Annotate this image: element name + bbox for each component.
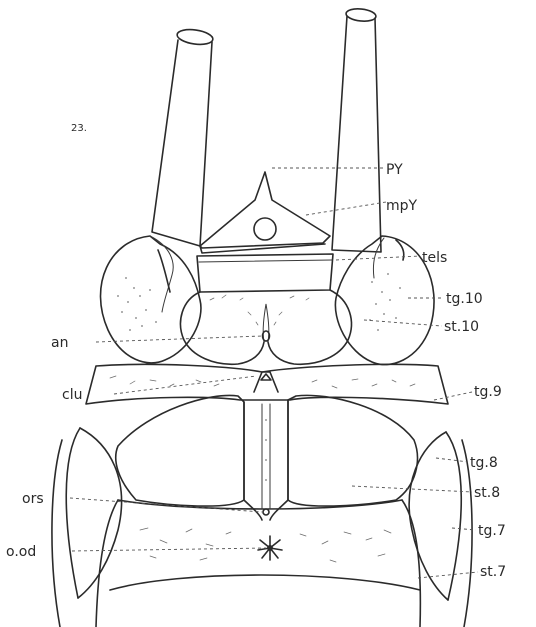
- tergite-10-right: [335, 236, 434, 365]
- stippling-tergite-10: [117, 273, 401, 331]
- label-st10: st.10: [444, 319, 479, 335]
- telson: [197, 254, 333, 292]
- label-st7: st.7: [480, 564, 506, 580]
- label-ood: o.od: [6, 544, 36, 560]
- leader-lines: [70, 168, 478, 578]
- left-cercus: [152, 28, 214, 246]
- midline-shaft: [244, 400, 288, 520]
- label-st8: st.8: [474, 485, 500, 501]
- sternite-10: [181, 290, 352, 364]
- tergite-9: [86, 364, 448, 404]
- sternite-8-left: [116, 395, 244, 506]
- label-ors: ors: [22, 491, 44, 507]
- right-cercus: [332, 7, 381, 252]
- label-tg9: tg.9: [474, 384, 502, 400]
- figure-number: 23.: [71, 123, 87, 134]
- label-tg7: tg.7: [478, 523, 506, 539]
- label-an: an: [51, 335, 68, 351]
- sternite-8-right: [288, 395, 417, 506]
- epiproct: [200, 172, 330, 253]
- sternite-7: [110, 500, 420, 590]
- label-mpy: mpY: [386, 198, 418, 214]
- cluster-spine: [254, 372, 278, 392]
- label-tg8: tg.8: [470, 455, 498, 471]
- label-py: PY: [386, 162, 403, 178]
- label-clu: clu: [62, 387, 82, 403]
- label-tg10: tg.10: [446, 291, 483, 307]
- label-tels: tels: [422, 250, 447, 266]
- tergite-8-left: [66, 428, 121, 598]
